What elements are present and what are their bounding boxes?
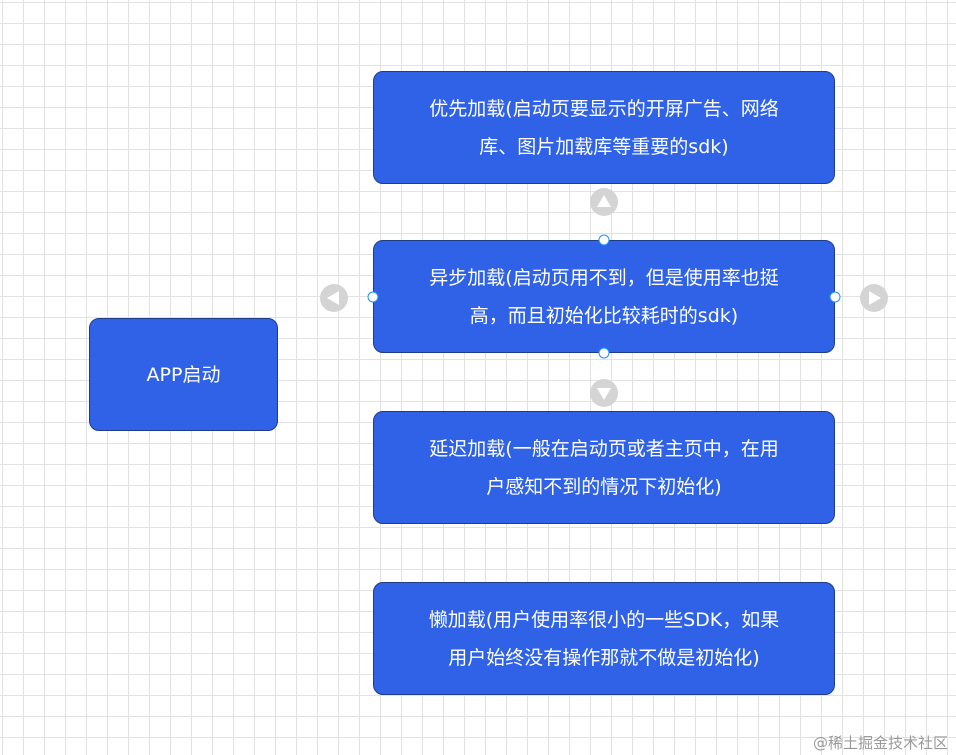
node-lazy-load-line-2: 用户始终没有操作那就不做是初始化) <box>448 646 760 669</box>
triangle-down-icon[interactable] <box>589 378 619 408</box>
triangle-right-icon[interactable] <box>859 283 889 313</box>
node-app-start[interactable]: APP启动 <box>89 318 278 431</box>
selection-handle-bottom[interactable] <box>598 347 610 359</box>
node-priority-load[interactable]: 优先加载(启动页要显示的开屏广告、网络 库、图片加载库等重要的sdk) <box>373 71 835 184</box>
node-delay-load-line-2: 户感知不到的情况下初始化) <box>486 475 722 498</box>
triangle-left-icon[interactable] <box>319 283 349 313</box>
node-lazy-load[interactable]: 懒加载(用户使用率很小的一些SDK，如果 用户始终没有操作那就不做是初始化) <box>373 582 835 695</box>
node-app-start-label: APP启动 <box>146 363 221 386</box>
node-async-load-line-2: 高，而且初始化比较耗时的sdk) <box>469 304 739 327</box>
triangle-up-icon[interactable] <box>589 187 619 217</box>
selection-handle-top[interactable] <box>598 234 610 246</box>
node-priority-load-line-1: 优先加载(启动页要显示的开屏广告、网络 <box>429 97 779 120</box>
node-lazy-load-line-1: 懒加载(用户使用率很小的一些SDK，如果 <box>428 608 780 631</box>
selection-handle-left[interactable] <box>367 291 379 303</box>
node-delay-load[interactable]: 延迟加载(一般在启动页或者主页中，在用 户感知不到的情况下初始化) <box>373 411 835 524</box>
node-delay-load-line-1: 延迟加载(一般在启动页或者主页中，在用 <box>429 437 779 460</box>
node-async-load[interactable]: 异步加载(启动页用不到，但是使用率也挺 高，而且初始化比较耗时的sdk) <box>373 240 835 353</box>
watermark: @稀土掘金技术社区 <box>812 734 948 752</box>
node-priority-load-line-2: 库、图片加载库等重要的sdk) <box>479 135 729 158</box>
selection-handle-right[interactable] <box>829 291 841 303</box>
node-async-load-line-1: 异步加载(启动页用不到，但是使用率也挺 <box>429 266 779 289</box>
